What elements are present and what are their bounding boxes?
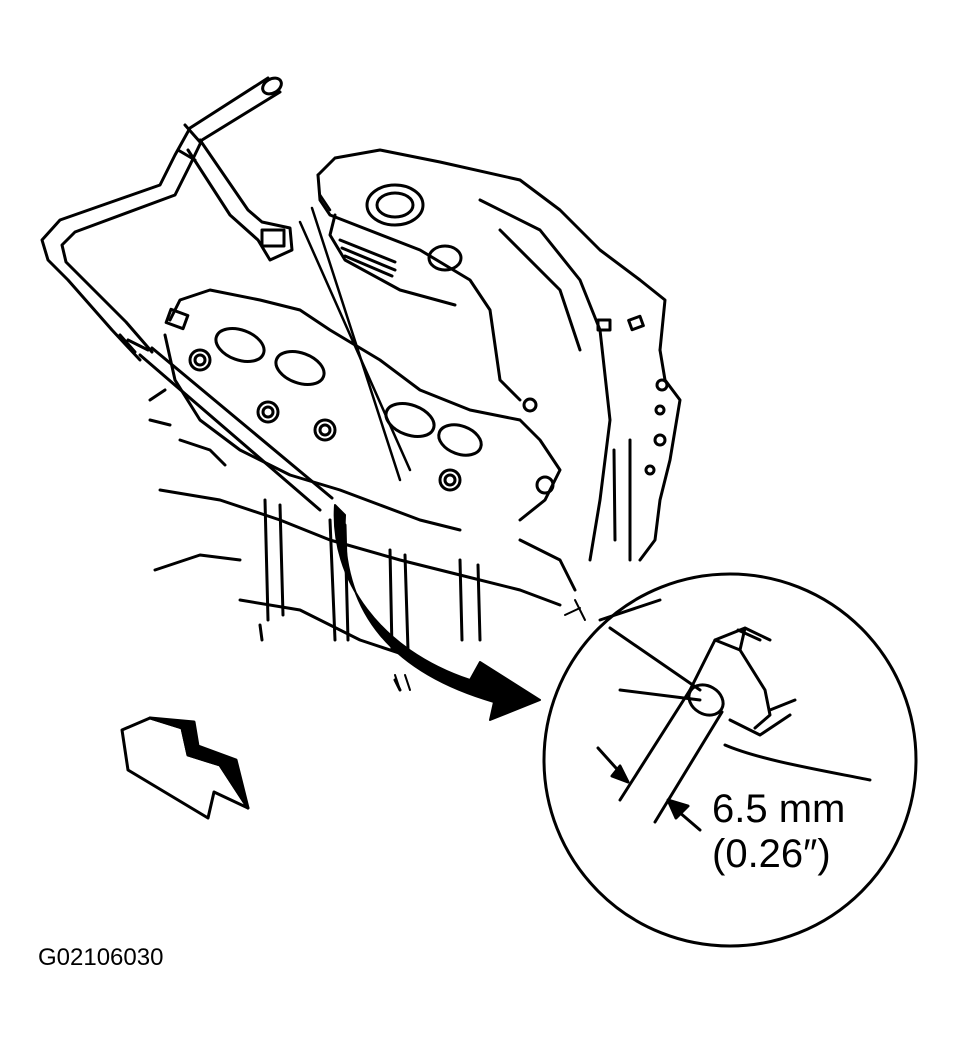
dipstick-tube: [40, 76, 334, 512]
cut-lines: [394, 599, 586, 691]
engine-block: [148, 148, 682, 692]
figure-id: G02106030: [38, 944, 164, 971]
front-direction-arrow-icon: [120, 716, 250, 820]
dimension-metric-label: 6.5 mm: [712, 787, 846, 831]
dimension-imperial-label: (0.26″): [712, 832, 831, 876]
detail-magnifier: [542, 572, 918, 948]
leader-lines: [298, 193, 412, 482]
callout-arrow: [333, 504, 541, 721]
